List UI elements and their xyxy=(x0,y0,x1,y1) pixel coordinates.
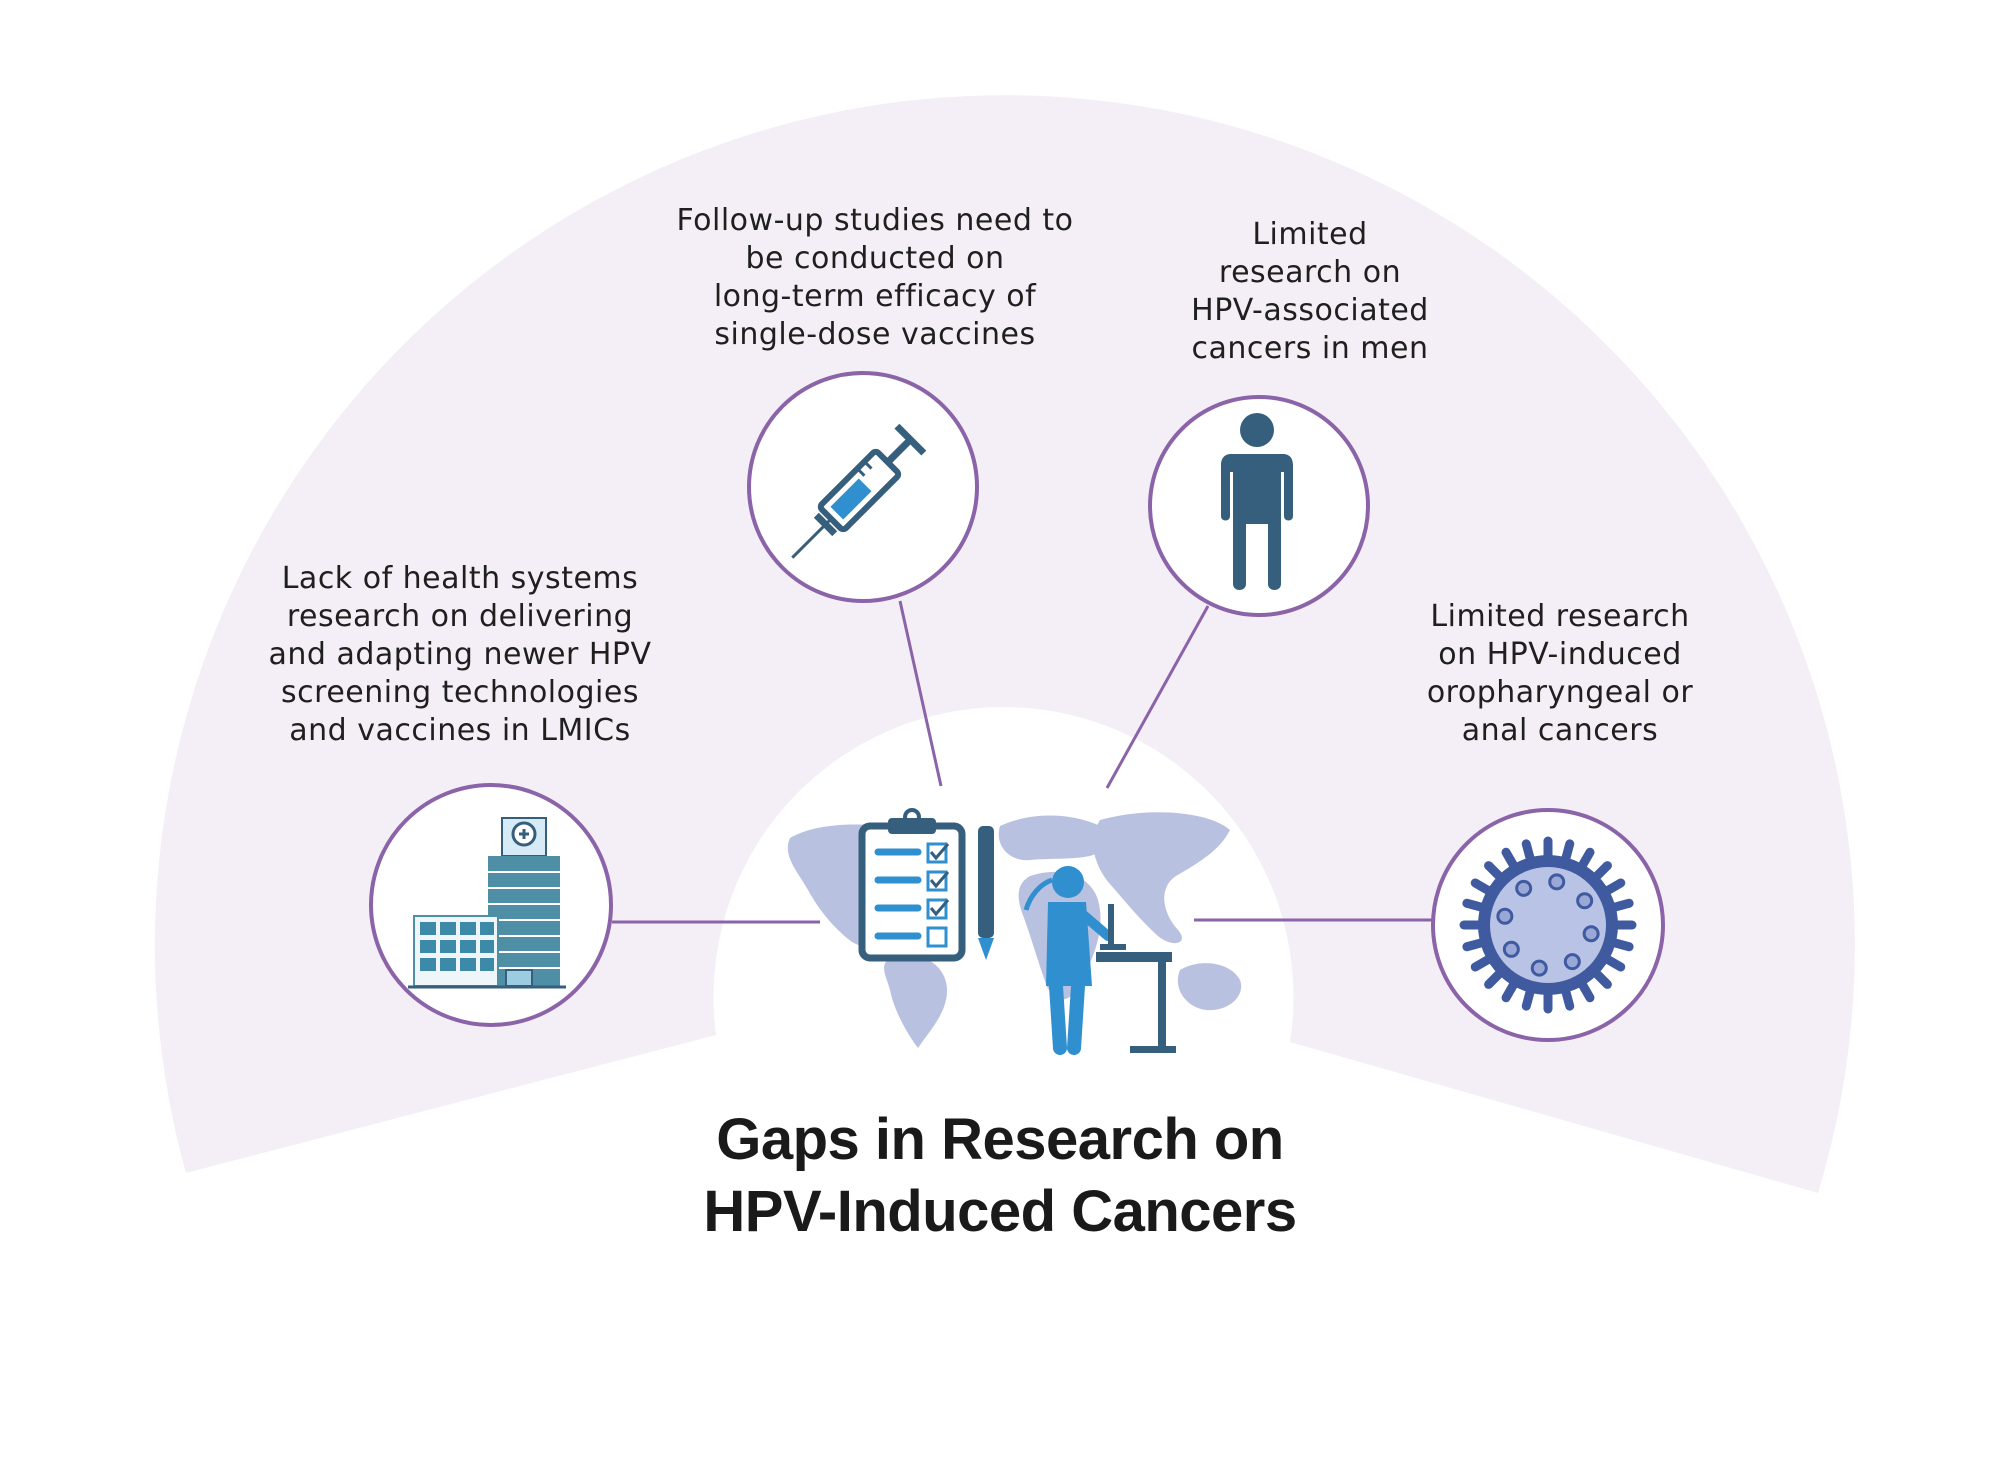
caption-vaccine: Follow-up studies need to be conducted o… xyxy=(620,202,1130,354)
caption-vaccine-line: be conducted on xyxy=(745,241,1005,276)
caption-men: Limited research on HPV-associated cance… xyxy=(1140,216,1480,368)
man-icon xyxy=(1221,413,1293,590)
node-vaccine xyxy=(747,371,979,603)
caption-lmic-line: research on delivering xyxy=(286,599,634,634)
caption-oropharyngeal: Limited research on HPV-induced orophary… xyxy=(1370,598,1750,750)
caption-lmic-line: and adapting newer HPV xyxy=(268,637,652,672)
node-oropharyngeal xyxy=(1431,808,1665,1042)
syringe-icon xyxy=(791,423,927,559)
checklist-icon xyxy=(858,808,966,962)
pen-icon xyxy=(978,826,994,960)
caption-lmic: Lack of health systems research on deliv… xyxy=(220,560,700,750)
node-lmic xyxy=(369,783,613,1027)
caption-oropharyngeal-line: on HPV-induced xyxy=(1438,637,1682,672)
connector-men xyxy=(1105,605,1210,789)
caption-oropharyngeal-line: Limited research xyxy=(1430,599,1690,634)
connector-vaccine xyxy=(898,600,943,787)
caption-lmic-line: screening technologies xyxy=(281,675,639,710)
world-map-icon xyxy=(787,812,1242,1048)
caption-lmic-line: and vaccines in LMICs xyxy=(289,713,631,748)
caption-men-line: HPV-associated xyxy=(1191,293,1429,328)
caption-oropharyngeal-line: oropharyngeal or xyxy=(1426,675,1694,710)
virus-icon xyxy=(1459,836,1637,1014)
center-illustration xyxy=(787,808,1242,1055)
hospital-icon xyxy=(408,817,566,989)
diagram-title: Gaps in Research on HPV-Induced Cancers xyxy=(560,1104,1440,1248)
caption-vaccine-line: Follow-up studies need to xyxy=(676,203,1074,238)
researcher-icon xyxy=(1023,866,1176,1055)
connector-lines xyxy=(612,600,1434,924)
caption-vaccine-line: single-dose vaccines xyxy=(714,317,1036,352)
caption-lmic-line: Lack of health systems xyxy=(281,561,639,596)
diagram-title-line: Gaps in Research on xyxy=(716,1107,1284,1172)
node-men xyxy=(1148,395,1370,617)
caption-men-line: research on xyxy=(1218,255,1402,290)
diagram-title-line: HPV-Induced Cancers xyxy=(703,1179,1297,1244)
caption-vaccine-line: long-term efficacy of xyxy=(713,279,1037,314)
caption-men-line: cancers in men xyxy=(1191,331,1429,366)
caption-oropharyngeal-line: anal cancers xyxy=(1461,713,1659,748)
caption-men-line: Limited xyxy=(1252,217,1368,252)
